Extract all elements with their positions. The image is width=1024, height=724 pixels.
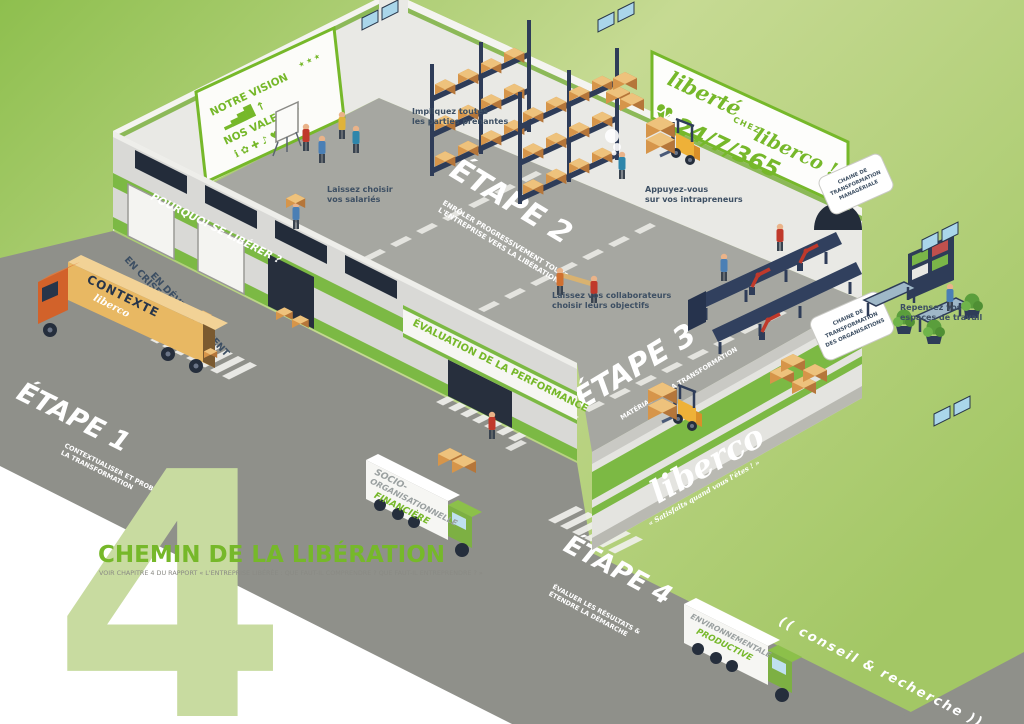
robot-arm xyxy=(749,267,771,295)
annotation-intrapreneurs: Appuyez-vous sur vos intrapreneurs xyxy=(645,185,743,204)
svg-text:sur vos intrapreneurs: sur vos intrapreneurs xyxy=(645,195,743,204)
flipchart xyxy=(272,100,302,157)
chapter-numeral: 4 xyxy=(52,401,289,724)
factory-floor xyxy=(213,98,862,452)
svg-text:choisir leurs objectifs: choisir leurs objectifs xyxy=(552,301,649,310)
svg-text:Appuyez-vous: Appuyez-vous xyxy=(645,185,708,194)
garage-door xyxy=(127,182,175,261)
page-title: CHEMIN DE LA LIBÉRATION xyxy=(98,540,445,568)
perimeter-road xyxy=(0,231,935,724)
svg-text:espaces de travail: espaces de travail xyxy=(900,313,982,322)
svg-text:Laissez choisir: Laissez choisir xyxy=(327,185,393,194)
svg-text:Laissez vos collaborateurs: Laissez vos collaborateurs xyxy=(552,291,671,300)
annotation-parties-prenantes: Impliquez toutes les parties prenantes xyxy=(412,107,508,126)
page-subtitle-note: VOIR CHAPITRE 4 DU RAPPORT « L'ENTREPRIS… xyxy=(99,568,483,577)
storage-lockers xyxy=(908,234,954,300)
robot-arm xyxy=(759,312,781,340)
annotation-espaces: Repensez vos espaces de travail xyxy=(900,303,982,322)
svg-text:vos salariés: vos salariés xyxy=(327,194,381,204)
annotation-objectifs: Laissez vos collaborateurs choisir leurs… xyxy=(552,291,671,310)
corner-road xyxy=(888,652,1024,724)
garage-door xyxy=(197,217,245,296)
enviro-truck: ENVIRONNEMENTALE PRODUCTIVE xyxy=(684,598,802,702)
open-doorway xyxy=(268,254,314,329)
carried-plank xyxy=(560,272,594,287)
tunnel-arch-managerial xyxy=(814,203,862,230)
svg-text:Repensez vos: Repensez vos xyxy=(900,303,962,312)
svg-text:les parties prenantes: les parties prenantes xyxy=(412,117,508,126)
idea-thought-bubble xyxy=(605,129,621,156)
robot-arm xyxy=(797,243,819,271)
annotation-salaries: Laissez choisir vos salariés xyxy=(327,185,393,204)
svg-text:Impliquez toutes: Impliquez toutes xyxy=(412,107,488,116)
chain-managerial-sign: CHAINE DE TRANSFORMATION MANAGÉRIALE xyxy=(818,153,894,215)
